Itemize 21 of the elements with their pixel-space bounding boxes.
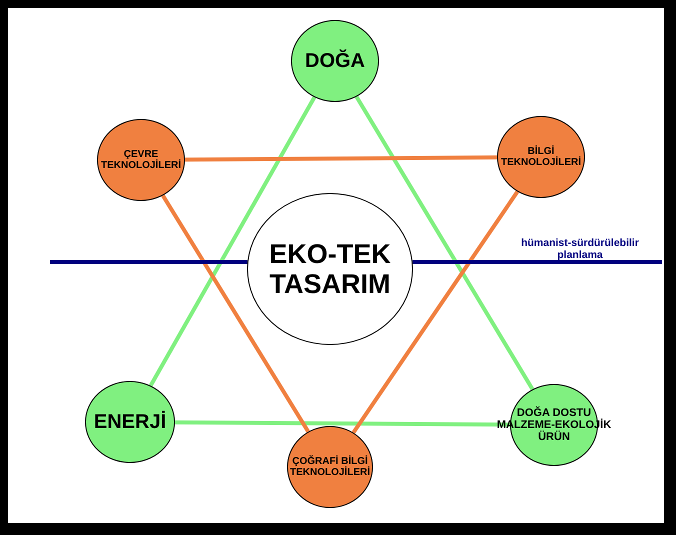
connector-line [352,190,520,434]
connector-line [412,260,662,264]
node-label: ÇOĞRAFİ BİLGİ TEKNOLOJİLERİ [288,456,371,478]
circle-node [97,119,185,201]
connector-line [50,260,248,264]
connector-line [174,420,510,427]
node-label: ENERJİ [92,410,168,434]
connector-line [184,155,498,162]
circle-node [497,116,585,198]
node-label: EKO-TEK TASARIM [268,238,392,300]
node-label: DOĞA [304,50,366,72]
connector-line [354,96,534,390]
circle-node [290,20,380,102]
connector-line [148,96,316,387]
circle-node [84,381,176,463]
axis-note: hümanist-sürdürülebilir planlama [520,238,640,262]
circle-node [247,193,413,345]
circle-node [286,426,374,508]
node-label: ÇEVRE TEKNOLOJİLERİ [100,148,182,172]
connector-line [161,194,310,433]
node-label: BİLGİ TEKNOLOJİLERİ [500,146,582,168]
